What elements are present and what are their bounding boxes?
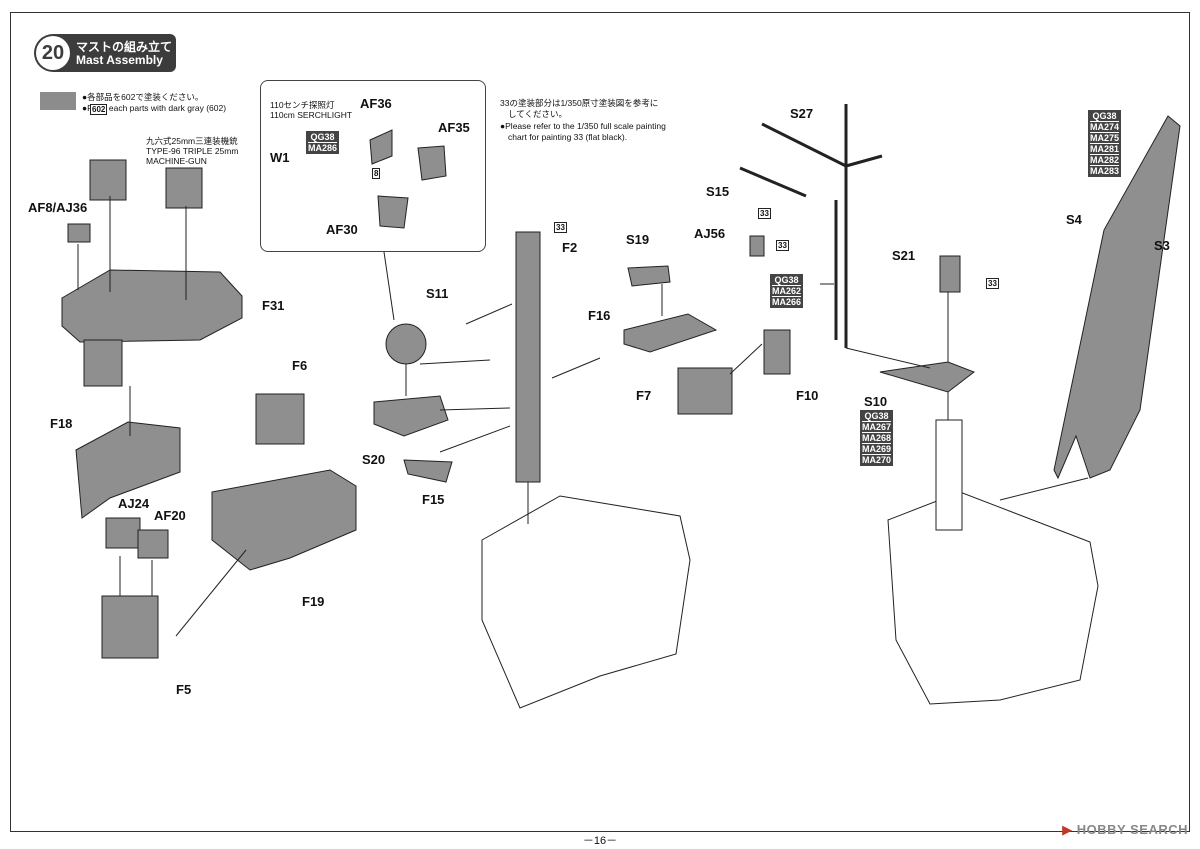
part-f2	[515, 231, 541, 483]
label-s27: S27	[790, 106, 814, 121]
part-s20	[373, 395, 449, 437]
note33-en1: ●Please refer to the 1/350 full scale pa…	[500, 121, 666, 131]
label-f16: F16	[588, 308, 611, 323]
paint-note-en: ●Paint each parts with dark gray (602)	[82, 103, 227, 113]
label-s20: S20	[362, 452, 386, 467]
part-s3	[1053, 115, 1181, 480]
part-f16	[623, 313, 718, 353]
part-f15	[403, 459, 453, 483]
label-f10: F10	[796, 388, 819, 403]
label-f31: F31	[262, 298, 285, 313]
part-searchlight	[385, 323, 427, 365]
label-f19: F19	[302, 594, 325, 609]
gun-label-en2: MACHINE-GUN	[146, 156, 207, 166]
watermark: ▶ HOBBY SEARCH	[1062, 822, 1188, 837]
part-af30	[377, 195, 409, 229]
label-af35: AF35	[438, 120, 470, 135]
code-33-aj56: 33	[776, 240, 789, 251]
bridge-structure-middle	[481, 495, 691, 709]
page-frame	[10, 12, 1190, 832]
gun-label-jp: 九六式25mm三連装機銃	[146, 136, 238, 146]
part-gun-right	[165, 167, 203, 209]
label-af20: AF20	[154, 508, 186, 523]
part-gun-left	[89, 159, 127, 201]
dark-gray-swatch	[40, 92, 76, 110]
label-s3: S3	[1154, 238, 1170, 253]
label-aj24: AJ24	[118, 496, 150, 511]
code-33-mast: 33	[758, 208, 771, 219]
part-af20	[137, 529, 169, 559]
part-f19	[211, 469, 357, 571]
label-s4: S4	[1066, 212, 1082, 227]
label-f5: F5	[176, 682, 192, 697]
label-s21: S21	[892, 248, 916, 263]
step-header: 20 マストの組み立て Mast Assembly	[34, 34, 176, 72]
label-af30: AF30	[326, 222, 358, 237]
part-f18	[75, 421, 181, 519]
mast-yard-right	[845, 154, 883, 168]
part-f7	[677, 367, 733, 415]
step-title-en: Mast Assembly	[76, 53, 163, 67]
part-aj24	[105, 517, 141, 549]
part-f5	[101, 595, 159, 659]
code-602-note: 602	[90, 104, 108, 115]
label-aj56: AJ56	[694, 226, 726, 241]
label-f6: F6	[292, 358, 308, 373]
part-f6	[255, 393, 305, 445]
part-s15	[739, 166, 807, 198]
gun-label-en1: TYPE-96 TRIPLE 25mm	[146, 146, 239, 156]
label-s19: S19	[626, 232, 650, 247]
step-title-jp: マストの組み立て	[76, 40, 173, 54]
label-s11: S11	[426, 286, 449, 301]
label-af36: AF36	[360, 96, 392, 111]
mast-yard-left	[761, 122, 847, 168]
part-af8	[67, 223, 91, 243]
part-af35	[417, 145, 447, 181]
label-s10: S10	[864, 394, 888, 409]
label-af8-aj36: AF8/AJ36	[28, 200, 88, 215]
bridge-structure-right	[887, 491, 1099, 705]
bridge-pillar-right	[935, 419, 963, 531]
part-s10	[879, 361, 976, 393]
code-33-s21: 33	[986, 278, 999, 289]
part-s19	[627, 265, 671, 287]
label-w1: W1	[270, 150, 290, 165]
searchlight-callout	[260, 80, 486, 252]
part-aj56	[749, 235, 765, 257]
label-s15: S15	[706, 184, 730, 199]
page-number: －16－	[582, 835, 618, 847]
searchlight-jp: 110センチ探照灯	[270, 100, 335, 110]
part-af36	[369, 129, 393, 165]
watermark-brand: HOBBY SEARCH	[1076, 822, 1188, 837]
searchlight-en: 110cm SERCHLIGHT	[270, 110, 353, 120]
label-f7: F7	[636, 388, 652, 403]
note33-jp1: 33の塗装部分は1/350原寸塗装図を参考に	[500, 98, 659, 108]
step-number: 20	[36, 36, 70, 70]
part-f31-support	[83, 339, 123, 387]
label-f2: F2	[562, 240, 578, 255]
note33-jp2: してください。	[508, 109, 567, 119]
label-f18: F18	[50, 416, 73, 431]
part-s21	[939, 255, 961, 293]
part-f31	[61, 269, 243, 343]
note33-en2: chart for painting 33 (flat black).	[508, 132, 628, 142]
paint-note-jp: ●各部品を602で塗装ください。	[82, 92, 204, 102]
code-8-callout: 8	[372, 168, 381, 179]
code-33-f2: 33	[554, 222, 567, 233]
part-f10	[763, 329, 791, 375]
label-f15: F15	[422, 492, 445, 507]
